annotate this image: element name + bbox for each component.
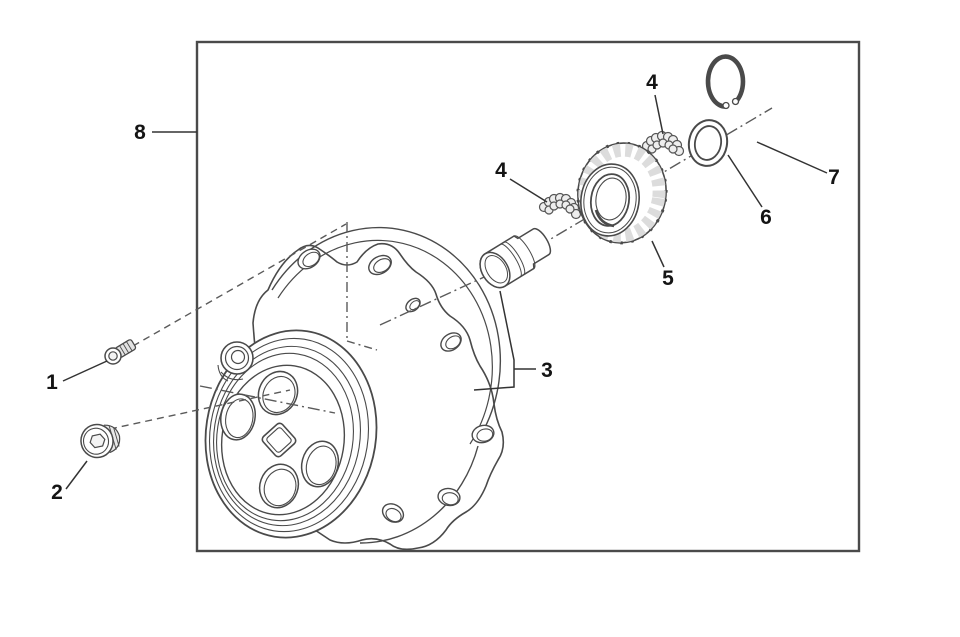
part-washer — [687, 119, 729, 167]
leader-3-bracket — [473, 290, 515, 391]
callout-label-6: 6 — [760, 206, 772, 229]
part-plug — [80, 423, 121, 459]
rotor-openings — [220, 370, 340, 509]
shaft-seal-boss — [217, 341, 254, 382]
rotor-square-drive — [261, 422, 297, 458]
callout-label-1: 1 — [46, 371, 58, 394]
callout-label-7: 7 — [828, 166, 840, 189]
leader-4-right — [654, 94, 664, 135]
gear-bore — [589, 173, 631, 227]
screw-axis-dashed-line — [132, 223, 347, 347]
leader-4-left — [509, 178, 548, 203]
part-screw — [104, 339, 137, 365]
callout-label-8: 8 — [134, 121, 146, 144]
short-centerline — [346, 340, 378, 351]
face-centerline — [199, 385, 336, 414]
flange-bolt-holes — [297, 248, 495, 523]
callout-label-4-left: 4 — [495, 159, 507, 182]
callout-label-4-right: 4 — [646, 71, 658, 94]
part-tappet-cylinder — [479, 227, 552, 289]
plug-axis-dashed-line — [109, 389, 291, 430]
part-gear — [576, 141, 668, 245]
callout-label-5: 5 — [662, 267, 674, 290]
gear-teeth-ring — [578, 143, 666, 243]
leader-6 — [727, 154, 763, 208]
callout-label-2: 2 — [51, 481, 63, 504]
leader-7 — [756, 141, 828, 174]
leader-lines — [62, 94, 828, 490]
part-spring-left — [538, 192, 582, 220]
leader-5 — [651, 240, 665, 268]
leader-1 — [62, 360, 108, 382]
part-spring-right — [641, 130, 685, 157]
callout-label-3: 3 — [541, 359, 553, 382]
leader-2 — [65, 460, 88, 490]
part-snap-ring — [705, 54, 746, 110]
